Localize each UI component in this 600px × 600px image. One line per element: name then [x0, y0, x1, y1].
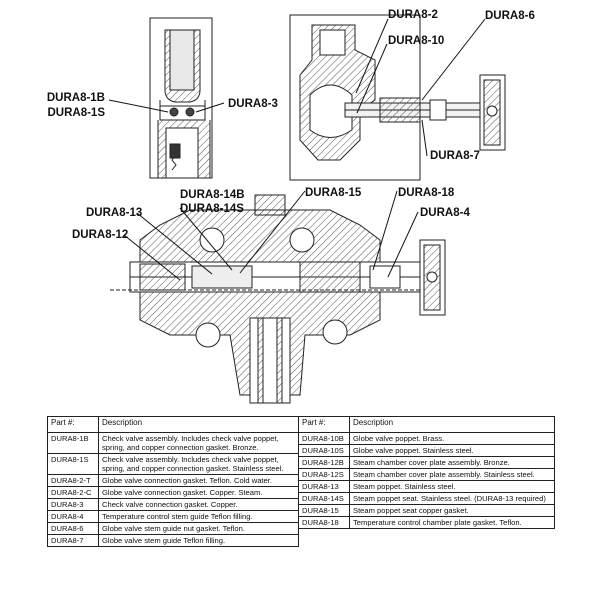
part-description: Steam chamber cover plate assembly. Stai…	[349, 468, 555, 481]
part-description: Globe valve poppet. Brass.	[349, 432, 555, 445]
part-number: DURA8-1B	[47, 432, 99, 454]
label-dura8-14s: DURA8-14S	[180, 203, 244, 215]
label-dura8-7: DURA8-7	[430, 150, 480, 162]
part-number: DURA8-10B	[298, 432, 350, 445]
part-description: Steam poppet seat copper gasket.	[349, 504, 555, 517]
part-description: Steam chamber cover plate assembly. Bron…	[349, 456, 555, 469]
part-number: DURA8-12S	[298, 468, 350, 481]
part-description: Temperature control chamber plate gasket…	[349, 516, 555, 529]
part-number: DURA8-14S	[298, 492, 350, 505]
part-number: DURA8-4	[47, 510, 99, 523]
check-valve-drawing	[149, 17, 213, 179]
parts-diagram: DURA8-1B DURA8-1S DURA8-3 DURA8-2 DURA8-…	[47, 9, 535, 404]
part-number: DURA8-2-C	[47, 486, 99, 499]
label-dura8-12: DURA8-12	[72, 229, 128, 241]
label-dura8-18: DURA8-18	[398, 187, 455, 199]
part-number: DURA8-6	[47, 522, 99, 535]
part-number: DURA8-12B	[298, 456, 350, 469]
label-dura8-6: DURA8-6	[485, 10, 535, 22]
label-dura8-4: DURA8-4	[420, 207, 470, 219]
part-number: DURA8-10S	[298, 444, 350, 457]
part-description: Globe valve poppet. Stainless steel.	[349, 444, 555, 457]
callout-labels: DURA8-1B DURA8-1S DURA8-3 DURA8-2 DURA8-…	[47, 9, 535, 241]
part-description: Check valve assembly. Includes check val…	[98, 432, 299, 454]
part-number: DURA8-18	[298, 516, 350, 529]
label-dura8-10: DURA8-10	[388, 35, 444, 47]
part-number: DURA8-3	[47, 498, 99, 511]
header-description: Description	[98, 416, 299, 433]
leader-lines	[108, 18, 486, 281]
part-description: Globe valve connection gasket. Teflon. C…	[98, 474, 299, 487]
table-header-row: Part #: Description	[298, 416, 555, 433]
label-dura8-2: DURA8-2	[388, 9, 438, 21]
part-number: DURA8-1S	[47, 453, 99, 475]
label-dura8-1s: DURA8-1S	[47, 107, 105, 119]
part-number: DURA8-7	[47, 534, 99, 547]
part-description: Globe valve stem guide Teflon filling.	[98, 534, 299, 547]
main-valve-drawing	[110, 194, 446, 404]
label-dura8-14b: DURA8-14B	[180, 189, 245, 201]
part-number: DURA8-13	[298, 480, 350, 493]
header-description: Description	[349, 416, 555, 433]
part-number: DURA8-15	[298, 504, 350, 517]
part-description: Globe valve connection gasket. Copper. S…	[98, 486, 299, 499]
header-part: Part #:	[47, 416, 99, 433]
part-description: Steam poppet seat. Stainless steel. (DUR…	[349, 492, 555, 505]
label-dura8-1b: DURA8-1B	[47, 92, 105, 104]
part-description: Globe valve stem guide nut gasket. Teflo…	[98, 522, 299, 535]
globe-valve-drawing	[289, 14, 506, 181]
header-part: Part #:	[298, 416, 350, 433]
part-number: DURA8-2-T	[47, 474, 99, 487]
label-dura8-3: DURA8-3	[228, 98, 278, 110]
table-header-row: Part #: Description	[47, 416, 299, 433]
label-dura8-13: DURA8-13	[86, 207, 142, 219]
label-dura8-15: DURA8-15	[305, 187, 362, 199]
part-description: Steam poppet. Stainless steel.	[349, 480, 555, 493]
part-description: Temperature control stem guide Teflon fi…	[98, 510, 299, 523]
part-description: Check valve connection gasket. Copper.	[98, 498, 299, 511]
part-description: Check valve assembly. Includes check val…	[98, 453, 299, 475]
